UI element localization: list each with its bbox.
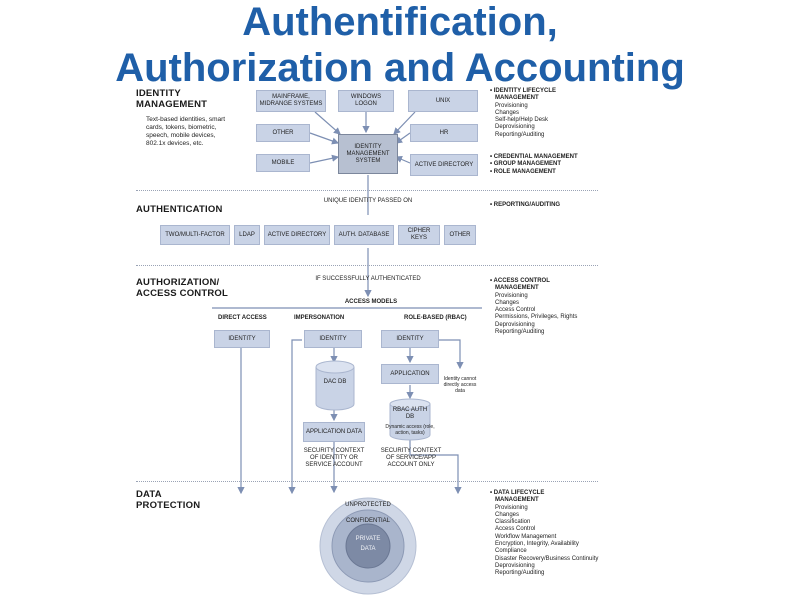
source-mainframe: MAINFRAME, MIDRANGE SYSTEMS (256, 90, 326, 112)
auth-method-multi-factor: TWO/MULTI-FACTOR (160, 225, 230, 245)
caption-access-models: ACCESS MODELS (344, 299, 398, 305)
auth-method-active-directory: ACTIVE DIRECTORY (264, 225, 330, 245)
source-hr: HR (410, 124, 478, 142)
auth-method-cipher-keys: CIPHER KEYS (398, 225, 440, 245)
panel-reporting: • REPORTING/AUDITING (490, 202, 561, 208)
caption-if-success: IF SUCCESSFULLY AUTHENTICATED (315, 276, 421, 282)
application-data: APPLICATION DATA (303, 422, 365, 442)
impersonation-identity: IDENTITY (304, 330, 362, 348)
source-other: OTHER (256, 124, 310, 142)
ring-private: PRIVATE (355, 536, 381, 542)
title-line-1: Authentification, (242, 0, 558, 44)
source-active-directory: ACTIVE DIRECTORY (410, 154, 478, 176)
context-impersonation: SECURITY CONTEXT OF IDENTITY OR SERVICE … (303, 448, 365, 468)
divider (136, 265, 598, 266)
rbac-db-label: RBAC AUTH DB (392, 407, 428, 420)
source-windows-logon: WINDOWS LOGON (338, 90, 394, 112)
ring-unprotected: UNPROTECTED (345, 502, 391, 508)
panel-identity-lifecycle: • IDENTITY LIFECYCLE MANAGEMENT Provisio… (490, 88, 556, 138)
section-authorization: AUTHORIZATION/ ACCESS CONTROL (136, 277, 228, 299)
divider (136, 190, 598, 191)
source-unix: UNIX (408, 90, 478, 112)
auth-method-other: OTHER (444, 225, 476, 245)
caption-unique-identity: UNIQUE IDENTITY PASSED ON (323, 198, 413, 204)
model-impersonation: IMPERSONATION (294, 315, 345, 321)
rbac-identity: IDENTITY (381, 330, 439, 348)
auth-method-auth-database: AUTH. DATABASE (334, 225, 394, 245)
context-rbac: SECURITY CONTEXT OF SERVICE/APP ACCOUNT … (380, 448, 442, 468)
panel-data-lifecycle: • DATA LIFECYCLE MANAGEMENT Provisioning… (490, 490, 599, 577)
dac-db-label: DAC DB (323, 379, 347, 385)
model-direct-access: DIRECT ACCESS (218, 315, 267, 321)
identity-description: Text-based identities, smart cards, toke… (146, 116, 226, 147)
direct-identity: IDENTITY (214, 330, 270, 348)
identity-management-system: IDENTITY MANAGEMENT SYSTEM (338, 134, 398, 174)
rbac-application: APPLICATION (381, 364, 439, 384)
data-protection-rings (319, 497, 417, 595)
divider (136, 481, 598, 482)
model-rbac: ROLE-BASED (RBAC) (404, 315, 467, 321)
identity-note: Identity cannot directly access data (443, 376, 477, 394)
rbac-note: Dynamic access (role, action, tasks) (385, 424, 435, 436)
source-mobile: MOBILE (256, 154, 310, 172)
title-line-2: Authorization and Accounting (115, 46, 685, 90)
panel-access-control: • ACCESS CONTROL MANAGEMENT Provisioning… (490, 278, 578, 336)
section-authentication: AUTHENTICATION (136, 204, 223, 215)
rbac-db-cylinder (389, 398, 431, 441)
dac-db-cylinder (315, 360, 355, 411)
ring-confidential: CONFIDENTIAL (345, 518, 390, 524)
ring-data: DATA (360, 546, 376, 552)
auth-method-ldap: LDAP (234, 225, 260, 245)
section-data-protection: DATA PROTECTION (136, 489, 201, 511)
panel-management-list: • CREDENTIAL MANAGEMENT • GROUP MANAGEME… (490, 154, 578, 175)
section-identity-management: IDENTITY MANAGEMENT (136, 88, 208, 110)
